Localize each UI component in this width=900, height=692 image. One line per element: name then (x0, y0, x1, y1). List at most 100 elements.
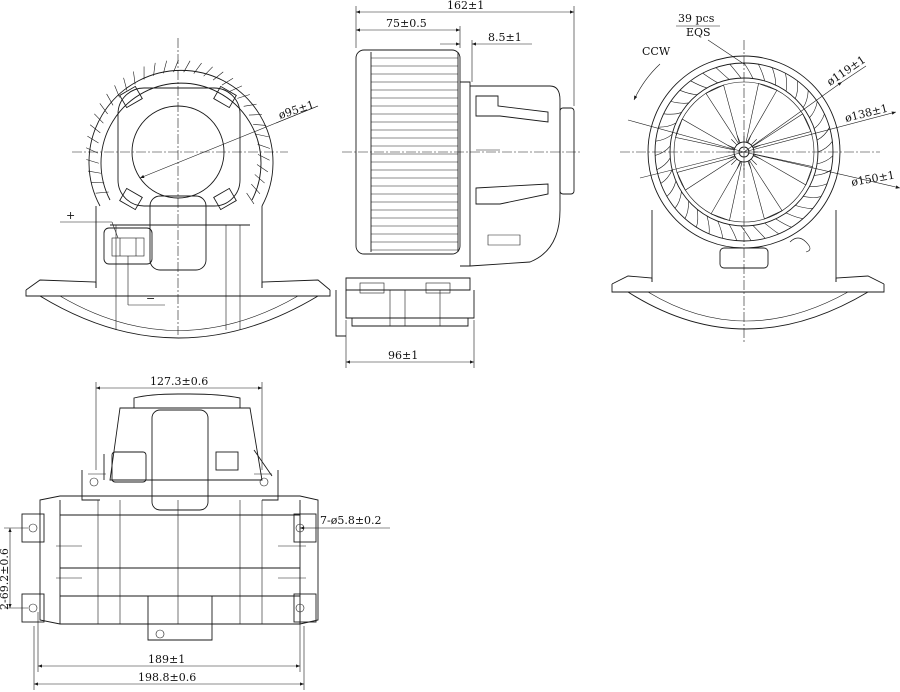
fan-blade (814, 169, 832, 176)
hub-rib (753, 144, 761, 149)
fan-blade (817, 141, 833, 153)
top-view: 127.3±0.6 7-ø5.8±0.2 2-69.2±0.6 189±1 19… (0, 375, 390, 690)
fan-blade (193, 62, 202, 74)
fan-blade (87, 135, 99, 144)
overall-length-label: 162±1 (447, 0, 484, 12)
hub-rib (747, 135, 752, 143)
fan-blade (663, 112, 682, 115)
fan-blade (802, 90, 809, 108)
hub-rib (727, 144, 735, 149)
rear-fan-blades (654, 62, 834, 241)
fan-blade (246, 192, 255, 205)
inner-diameter-label: ø119±1 (824, 53, 868, 88)
fan-blade (803, 196, 822, 198)
offset-label: 8.5±1 (488, 31, 522, 44)
fan-blade (229, 85, 243, 92)
fan-blade (254, 174, 265, 184)
fan-blade (114, 85, 120, 98)
hub-rib (736, 135, 741, 143)
fan-blade (163, 60, 167, 74)
outer-diameter-label: ø150±1 (850, 169, 895, 189)
fan-blade (717, 221, 723, 239)
fan-blade (133, 71, 136, 85)
fan-blade (771, 67, 777, 86)
fan-blade (728, 224, 738, 241)
fan-blade (696, 209, 699, 228)
fan-blade (740, 225, 752, 241)
fan-blade (715, 67, 730, 80)
fan-blade (153, 62, 156, 76)
hub-rib (731, 139, 738, 146)
fan-blade (94, 113, 104, 124)
fan-blade (729, 63, 742, 79)
fan-blade (256, 164, 269, 173)
fan-blade (785, 73, 788, 92)
hub-rib (747, 161, 752, 169)
fan-blade (237, 94, 250, 99)
fan-blade (123, 77, 128, 91)
mid-diameter-label: ø138±1 (844, 102, 890, 125)
fan-blade (795, 205, 813, 209)
fan-blade (816, 127, 830, 141)
blade-spacing-label: EQS (686, 26, 711, 39)
fan-blade (89, 124, 101, 134)
fan-blade (690, 80, 708, 89)
side-view: 162±1 75±0.5 8.5±1 96±1 (335, 0, 582, 368)
front-fan-blades (85, 59, 271, 205)
positive-terminal-label: + (66, 209, 75, 222)
fan-spoke (748, 159, 783, 220)
fan-blade (743, 62, 754, 79)
hub-rib (750, 158, 757, 165)
hub-rib (736, 161, 741, 169)
fan-blade (679, 90, 698, 95)
fan-blade (752, 225, 766, 239)
fan-blade (794, 80, 799, 99)
fan-blade (656, 157, 671, 171)
fan-blade (814, 113, 825, 129)
fan-blade (257, 154, 270, 161)
hub-rib (731, 158, 738, 165)
fan-blade (666, 180, 677, 197)
fan-spoke (705, 84, 740, 145)
fan-blade (91, 182, 105, 184)
hub-rib (727, 155, 735, 160)
rear-view: CCW 39 pcs EQS ø119±1 ø138±1 ø150±1 (611, 12, 900, 342)
fan-blade (654, 145, 671, 156)
hole-spec-label: 7-ø5.8±0.2 (320, 514, 382, 527)
fan-blade (809, 183, 828, 187)
rotation-label: CCW (642, 45, 671, 58)
fan-blade (248, 114, 263, 116)
fan-blade (243, 103, 257, 107)
fan-blade (183, 60, 191, 73)
hole-pitch-horizontal-label: 189±1 (148, 653, 185, 666)
fan-blade (86, 159, 99, 164)
fan-blade (775, 218, 792, 228)
motor-diameter-label: ø95±1 (277, 98, 316, 122)
fan-blade (785, 212, 804, 219)
negative-terminal-label: − (146, 292, 155, 305)
side-wheel-fins (371, 57, 458, 251)
fan-blade (95, 191, 109, 194)
fan-blade (253, 124, 267, 126)
hole-pitch-vertical-label: 2-69.2±0.6 (0, 548, 11, 610)
fan-blade (816, 155, 834, 165)
fan-blade (764, 222, 779, 235)
fan-blade (203, 66, 213, 77)
fan-blade (809, 101, 818, 118)
fan-blade (758, 64, 765, 81)
fan-blade (660, 169, 673, 184)
fan-blade (706, 216, 710, 234)
base-depth-label: 96±1 (388, 349, 418, 362)
fan-blade (674, 191, 682, 209)
hub-rib (753, 155, 761, 160)
fan-blade (99, 103, 108, 115)
fan-spoke (676, 156, 737, 191)
fan-blade (257, 143, 271, 149)
front-view: + − ø95±1 (25, 38, 331, 339)
top-width-label: 127.3±0.6 (150, 375, 208, 388)
fan-blade (221, 78, 234, 86)
fan-blade (670, 101, 689, 104)
fan-blade (684, 201, 689, 219)
fan-blade (85, 147, 99, 154)
base-width-label: 198.8±0.6 (138, 671, 196, 684)
